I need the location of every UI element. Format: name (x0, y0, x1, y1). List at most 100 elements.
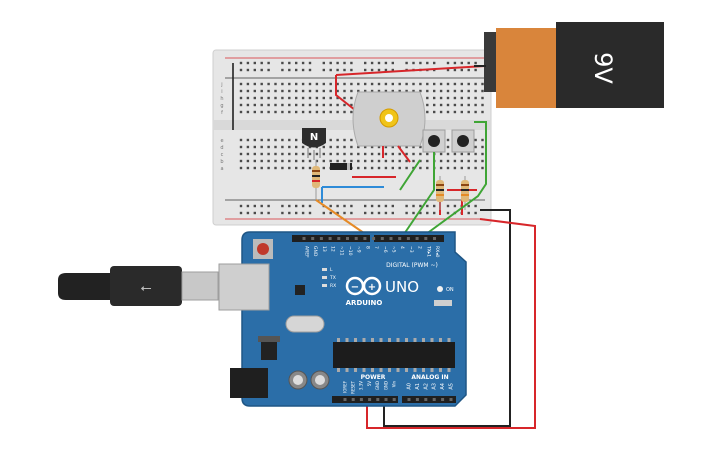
breadboard-hole (446, 159, 450, 163)
digital-pin-label: ~10 (347, 246, 353, 256)
breadboard-hole (343, 96, 346, 100)
breadboard-hole (260, 110, 263, 114)
breadboard-hole (281, 159, 284, 163)
breadboard-hole (453, 152, 457, 156)
breadboard-hole (446, 82, 450, 86)
rail-hole (391, 211, 394, 215)
breadboard-hole (474, 103, 477, 107)
row-letter: h (220, 96, 223, 102)
header-pin[interactable] (415, 398, 419, 401)
crystal-oscillator (285, 315, 325, 333)
rail-hole (301, 61, 305, 65)
breadboard-hole (350, 96, 353, 100)
breadboard-hole (295, 103, 298, 107)
breadboard-hole (439, 166, 443, 170)
header-pin[interactable] (337, 237, 341, 240)
reset-button-cap[interactable] (257, 243, 269, 255)
rail-hole (433, 211, 436, 215)
resistor-1-band (312, 170, 320, 172)
voltage-regulator-tab (258, 336, 280, 342)
rail-hole (433, 204, 436, 208)
breadboard-hole (295, 138, 298, 142)
breadboard-hole (460, 110, 463, 114)
header-pin[interactable] (406, 237, 410, 240)
push-button-2-cap (457, 135, 469, 147)
rail-hole (260, 68, 263, 72)
breadboard-hole (267, 152, 270, 156)
header-pin[interactable] (424, 237, 428, 240)
chip-pin (362, 368, 366, 372)
battery-red-wire (335, 65, 486, 76)
breadboard-hole (357, 159, 360, 163)
chip-pin (379, 338, 383, 342)
header-pin[interactable] (343, 398, 347, 401)
header-pin[interactable] (359, 398, 363, 401)
rail-hole (377, 211, 381, 215)
rail-hole (295, 211, 298, 215)
rail-hole (446, 61, 450, 65)
breadboard-hole (467, 152, 470, 156)
resistor-1-band (312, 175, 320, 177)
breadboard-hole (439, 103, 443, 107)
header-pin[interactable] (319, 237, 323, 240)
breadboard-hole (398, 82, 401, 86)
header-pin[interactable] (441, 398, 445, 401)
breadboard-hole (239, 82, 243, 86)
header-pin[interactable] (346, 237, 349, 240)
header-pin[interactable] (432, 398, 436, 401)
breadboard-hole (308, 110, 312, 114)
led-label: RX (330, 283, 336, 289)
rail-hole (288, 211, 291, 215)
breadboard-hole (267, 110, 270, 114)
breadboard-hole (350, 110, 353, 114)
breadboard-hole (426, 103, 429, 107)
header-pin[interactable] (424, 398, 428, 401)
header-pin[interactable] (407, 398, 411, 401)
breadboard-hole (308, 152, 312, 156)
header-pin[interactable] (449, 398, 453, 401)
header-pin[interactable] (389, 237, 393, 240)
header-pin[interactable] (433, 237, 436, 240)
header-pin[interactable] (398, 237, 402, 240)
header-pin[interactable] (392, 398, 396, 401)
header-pin[interactable] (302, 237, 306, 240)
breadboard-hole (329, 159, 332, 163)
breadboard-hole (391, 166, 394, 170)
header-pin[interactable] (380, 237, 384, 240)
header-pin[interactable] (415, 237, 419, 240)
breadboard-hole (370, 152, 374, 156)
header-pin[interactable] (368, 398, 372, 401)
breadboard-hole (253, 152, 256, 156)
header-pin[interactable] (372, 237, 376, 240)
header-pin[interactable] (351, 398, 355, 401)
rail-hole (446, 68, 450, 72)
wire-black-gnd (383, 209, 511, 427)
rail-hole (467, 61, 470, 65)
breadboard-hole (446, 138, 450, 142)
header-pin[interactable] (328, 237, 332, 240)
header-pin[interactable] (354, 237, 358, 240)
header-pin[interactable] (376, 398, 380, 401)
chip-pin (396, 368, 400, 372)
breadboard-hole (370, 159, 374, 163)
breadboard-hole (405, 159, 408, 163)
status-led (322, 276, 327, 279)
chip-pin (405, 338, 408, 342)
breadboard-hole (274, 110, 277, 114)
breadboard-hole (253, 159, 256, 163)
rail-hole (322, 68, 325, 72)
rail-hole (343, 61, 346, 65)
header-pin[interactable] (384, 398, 388, 401)
breadboard-hole (426, 82, 429, 86)
push-button-1 (422, 129, 446, 153)
breadboard-hole (281, 166, 284, 170)
breadboard-hole (377, 166, 381, 170)
resistor-3-band (461, 194, 469, 196)
dc-motor (352, 91, 426, 163)
breadboard-hole (446, 103, 450, 107)
breadboard-hole (446, 166, 450, 170)
header-pin[interactable] (311, 237, 315, 240)
breadboard-hole (426, 96, 429, 100)
breadboard-hole (274, 152, 277, 156)
header-pin[interactable] (363, 237, 367, 240)
